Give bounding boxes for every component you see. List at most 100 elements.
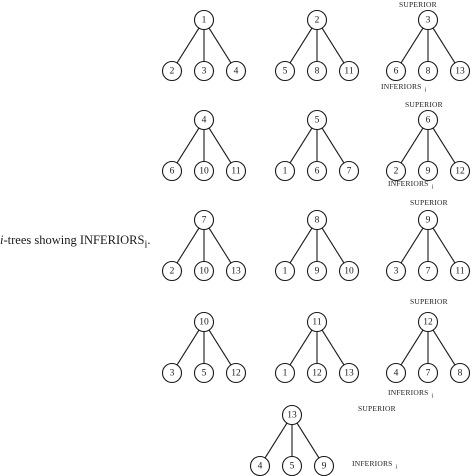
root-node-9-circle — [417, 209, 439, 231]
edge-1-2 — [176, 27, 200, 64]
child-node-1-4: 4 — [225, 60, 247, 82]
child-node-3-8-circle — [417, 60, 439, 82]
superior-label-3: SUPERIOR — [410, 198, 448, 207]
child-node-2-5: 5 — [274, 60, 296, 82]
root-node-8: 8 — [306, 209, 328, 231]
child-node-13-9: 9 — [313, 455, 335, 476]
child-node-12-7-label: 7 — [426, 369, 431, 379]
caption-text: -trees showing INFERIORS — [3, 233, 145, 247]
child-node-2-8: 8 — [306, 60, 328, 82]
child-node-4-6: 6 — [161, 160, 183, 182]
child-node-11-13-label: 13 — [344, 369, 354, 379]
root-node-13: 13 — [281, 404, 303, 426]
child-node-6-2-label: 2 — [394, 167, 399, 177]
child-node-9-3-label: 3 — [394, 267, 399, 277]
edge-7-13 — [208, 227, 232, 264]
edge-13-4 — [264, 422, 288, 459]
child-node-2-8-circle — [306, 60, 328, 82]
tree-1: 1 2 3 4 — [161, 9, 247, 82]
child-node-6-9-circle — [417, 160, 439, 182]
child-node-5-6-label: 6 — [315, 167, 320, 177]
root-node-2-label: 2 — [315, 16, 320, 26]
child-node-8-9-circle — [306, 260, 328, 282]
root-node-2: 2 — [306, 9, 328, 31]
root-node-1-circle — [193, 9, 215, 31]
child-node-4-11-label: 11 — [231, 167, 240, 177]
child-node-12-4: 4 — [385, 362, 407, 384]
child-node-5-6: 6 — [306, 160, 328, 182]
root-node-3: 3 — [417, 9, 439, 31]
child-node-4-10-label: 10 — [199, 167, 209, 177]
child-node-2-8-label: 8 — [315, 67, 320, 77]
edge-5-7 — [321, 127, 345, 164]
edge-11-1 — [289, 329, 313, 366]
tree-13: 13 4 5 9 — [249, 404, 335, 476]
child-node-3-8: 8 — [417, 60, 439, 82]
root-node-3-label: 3 — [426, 16, 431, 26]
caption-subscript: i — [144, 239, 148, 251]
child-node-8-9-label: 9 — [315, 267, 320, 277]
child-node-5-1-label: 1 — [283, 167, 288, 177]
child-node-11-1-circle — [274, 362, 296, 384]
child-node-1-3-label: 3 — [202, 67, 207, 77]
child-node-9-3: 3 — [385, 260, 407, 282]
root-node-9-label: 9 — [426, 216, 431, 226]
root-node-8-circle — [306, 209, 328, 231]
child-node-6-12: 12 — [449, 160, 471, 182]
edge-10-12 — [208, 329, 232, 366]
edge-12-8 — [432, 329, 456, 366]
root-node-7-circle — [193, 209, 215, 231]
child-node-12-7: 7 — [417, 362, 439, 384]
child-node-5-7: 7 — [338, 160, 360, 182]
child-node-3-13: 13 — [449, 60, 471, 82]
inferiors-label-2-subscript: i — [432, 185, 434, 191]
superior-label-1: SUPERIOR — [399, 0, 437, 9]
root-node-6-label: 6 — [426, 116, 431, 126]
child-node-4-10: 10 — [193, 160, 215, 182]
root-node-8-label: 8 — [315, 216, 320, 226]
edge-3-13 — [432, 27, 456, 64]
child-node-8-1: 1 — [274, 260, 296, 282]
child-node-11-12-label: 12 — [312, 369, 322, 379]
child-node-13-4-label: 4 — [258, 462, 263, 472]
root-node-4-label: 4 — [202, 116, 207, 126]
child-node-10-12-circle — [225, 362, 247, 384]
inferiors-label-1-subscript: i — [425, 88, 427, 94]
child-node-5-6-circle — [306, 160, 328, 182]
child-node-7-13-circle — [225, 260, 247, 282]
child-node-5-1-circle — [274, 160, 296, 182]
child-node-12-4-circle — [385, 362, 407, 384]
child-node-11-12-circle — [306, 362, 328, 384]
root-node-1: 1 — [193, 9, 215, 31]
child-node-4-10-circle — [193, 160, 215, 182]
tree-4: 4 6 10 11 — [161, 109, 247, 182]
child-node-3-6-circle — [385, 60, 407, 82]
child-node-7-2: 2 — [161, 260, 183, 282]
root-node-5-circle — [306, 109, 328, 131]
child-node-11-1: 1 — [274, 362, 296, 384]
child-node-12-4-label: 4 — [394, 369, 399, 379]
child-node-6-12-label: 12 — [455, 167, 465, 177]
root-node-9: 9 — [417, 209, 439, 231]
edge-9-11 — [432, 227, 456, 264]
edge-9-3 — [400, 227, 424, 264]
child-node-10-5: 5 — [193, 362, 215, 384]
child-node-8-1-circle — [274, 260, 296, 282]
child-node-8-10-label: 10 — [344, 267, 354, 277]
child-node-13-5-label: 5 — [290, 462, 295, 472]
child-node-1-2-label: 2 — [170, 67, 175, 77]
edge-7-2 — [176, 227, 200, 264]
child-node-6-2-circle — [385, 160, 407, 182]
child-node-10-5-label: 5 — [202, 369, 207, 379]
edge-1-4 — [208, 27, 232, 64]
inferiors-label-4-subscript: i — [432, 394, 434, 400]
child-node-1-2-circle — [161, 60, 183, 82]
